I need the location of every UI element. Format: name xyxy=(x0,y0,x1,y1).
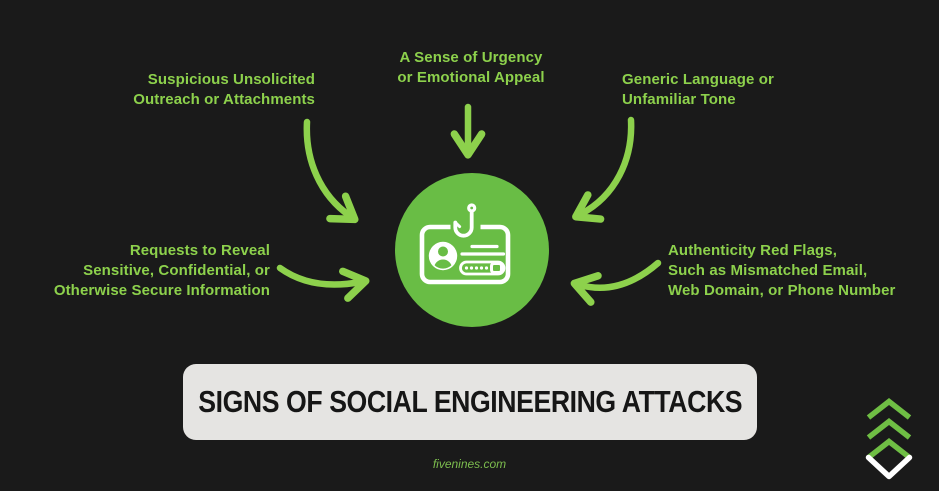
label-suspicious-outreach: Suspicious Unsolicited Outreach or Attac… xyxy=(75,70,315,110)
arrow-mid-right xyxy=(570,259,662,306)
label-requests-to-reveal: Requests to Reveal Sensitive, Confidenti… xyxy=(20,241,270,301)
phishing-id-badge-icon xyxy=(419,203,511,285)
label-generic-language: Generic Language or Unfamiliar Tone xyxy=(622,70,882,110)
label-line: or Emotional Appeal xyxy=(397,69,545,86)
website-url: fivenines.com xyxy=(432,457,507,471)
label-line: Otherwise Secure Information xyxy=(53,282,270,299)
label-line: Web Domain, or Phone Number xyxy=(668,282,896,299)
arrow-top-right xyxy=(572,116,635,223)
label-line: Outreach or Attachments xyxy=(133,91,315,108)
label-line: A Sense of Urgency xyxy=(399,49,543,66)
label-line: Suspicious Unsolicited xyxy=(147,71,315,88)
curved-arrow-icons xyxy=(276,103,662,306)
label-urgency-appeal: A Sense of Urgency or Emotional Appeal xyxy=(351,48,591,88)
fivenines-chevron-logo xyxy=(865,398,913,480)
label-line: Sensitive, Confidential, or xyxy=(83,262,270,279)
arrow-mid-left xyxy=(276,264,370,302)
label-line: Generic Language or xyxy=(622,71,774,88)
center-circle xyxy=(395,173,549,327)
label-authenticity-red-flags: Authenticity Red Flags, Such as Mismatch… xyxy=(668,241,928,301)
title-banner: SIGNS OF SOCIAL ENGINEERING ATTACKS xyxy=(183,364,757,440)
arrow-top-left xyxy=(303,118,359,224)
label-line: Authenticity Red Flags, xyxy=(668,242,837,259)
page-title: SIGNS OF SOCIAL ENGINEERING ATTACKS xyxy=(198,384,742,419)
label-line: Such as Mismatched Email, xyxy=(668,262,868,279)
label-line: Requests to Reveal xyxy=(129,242,270,259)
label-line: Unfamiliar Tone xyxy=(622,91,736,108)
